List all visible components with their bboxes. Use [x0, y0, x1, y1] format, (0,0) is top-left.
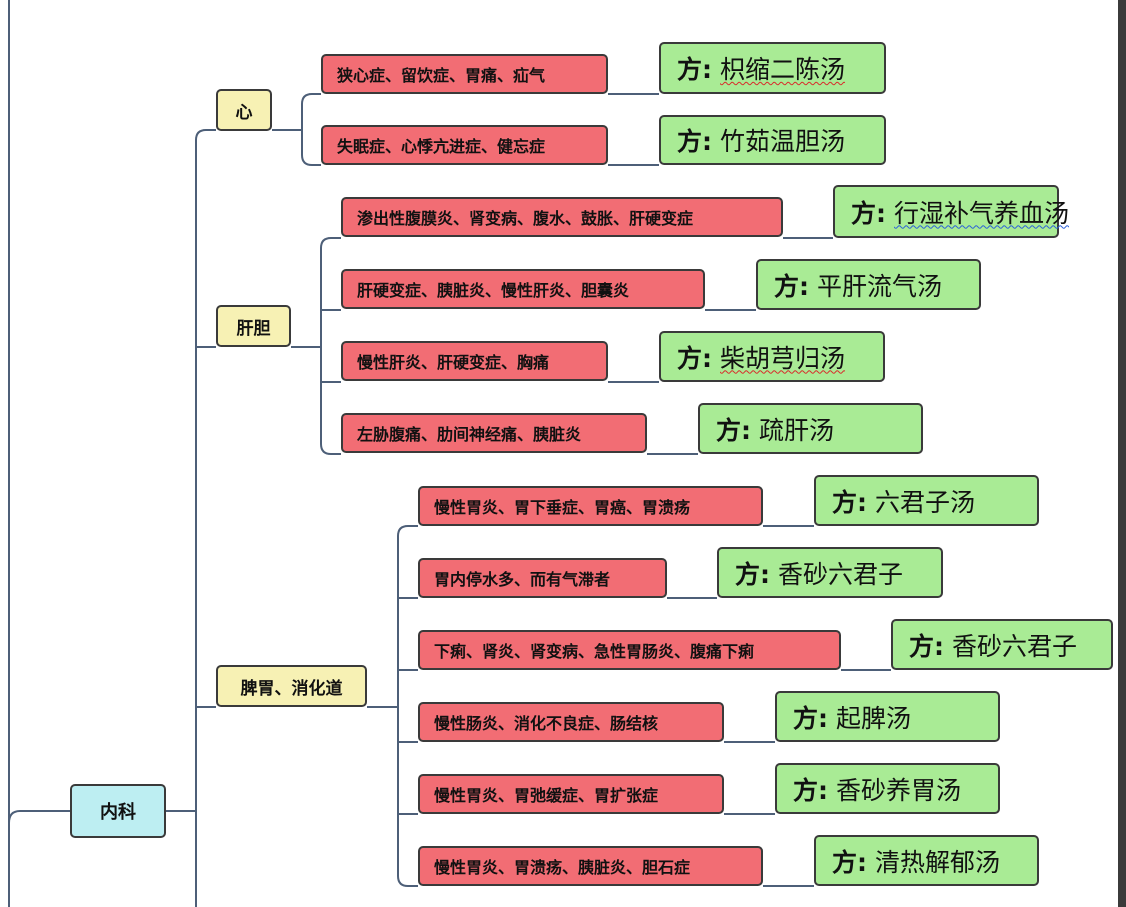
- disease-node[interactable]: 下痢、肾炎、肾变病、急性胃肠炎、腹痛下痢: [418, 630, 841, 670]
- prescription-name: 竹茹温胆汤: [720, 127, 846, 156]
- disease-node[interactable]: 左胁腹痛、肋间神经痛、胰脏炎: [341, 413, 647, 453]
- prescription-node[interactable]: 方: 柴胡芎归汤: [659, 331, 885, 382]
- prescription-name: 起脾汤: [836, 703, 912, 733]
- disease-node[interactable]: 胃内停水多、而有气滞者: [418, 558, 667, 598]
- prescription-node[interactable]: 方: 香砂六君子: [717, 547, 943, 598]
- liver-branch: [320, 443, 341, 455]
- spleen-branch: [397, 875, 418, 887]
- prescription-prefix: 方:: [677, 343, 712, 373]
- category-spine: [195, 129, 216, 907]
- prescription-prefix: 方:: [677, 55, 712, 84]
- prescription-name: 疏肝汤: [759, 415, 835, 445]
- prescription-name: 枳缩二陈汤: [720, 55, 846, 84]
- category-heart[interactable]: 心: [216, 89, 272, 131]
- prescription-name: 香砂六君子: [952, 631, 1078, 661]
- prescription-prefix: 方:: [832, 487, 867, 517]
- category-spleen-stomach[interactable]: 脾胃、消化道: [216, 665, 367, 707]
- disease-node[interactable]: 慢性胃炎、胃下垂症、胃癌、胃溃疡: [418, 486, 763, 526]
- prescription-name: 柴胡芎归汤: [720, 343, 846, 373]
- root-node[interactable]: 内科: [70, 784, 166, 838]
- disease-node[interactable]: 失眠症、心悸亢进症、健忘症: [321, 125, 608, 165]
- disease-node[interactable]: 慢性肝炎、肝硬变症、胸痛: [341, 341, 608, 381]
- root-link: [8, 810, 70, 824]
- heart-branch: [301, 93, 321, 105]
- prescription-node[interactable]: 方: 清热解郁汤: [814, 835, 1039, 886]
- prescription-node[interactable]: 方: 竹茹温胆汤: [659, 115, 886, 165]
- prescription-node[interactable]: 方: 起脾汤: [775, 691, 1000, 742]
- prescription-node[interactable]: 方: 枳缩二陈汤: [659, 42, 886, 94]
- disease-node[interactable]: 慢性胃炎、胃弛缓症、胃扩张症: [418, 774, 724, 814]
- prescription-name: 平肝流气汤: [817, 271, 943, 301]
- disease-node[interactable]: 狭心症、留饮症、胃痛、疝气: [321, 54, 608, 94]
- prescription-name: 香砂六君子: [778, 559, 904, 589]
- liver-branch: [320, 237, 341, 249]
- prescription-name: 香砂养胃汤: [836, 775, 962, 805]
- prescription-prefix: 方:: [851, 198, 886, 228]
- scrollbar[interactable]: [1118, 0, 1126, 907]
- prescription-prefix: 方:: [677, 127, 712, 156]
- disease-node[interactable]: 慢性肠炎、消化不良症、肠结核: [418, 702, 724, 742]
- disease-node[interactable]: 渗出性腹膜炎、肾变病、腹水、鼓胀、肝硬变症: [341, 197, 783, 237]
- spleen-branch: [397, 525, 418, 537]
- heart-branch: [301, 154, 321, 166]
- disease-node[interactable]: 慢性胃炎、胃溃疡、胰脏炎、胆石症: [418, 846, 763, 886]
- prescription-name: 六君子汤: [875, 487, 976, 517]
- prescription-name: 清热解郁汤: [875, 847, 1001, 877]
- prescription-prefix: 方:: [832, 847, 867, 877]
- prescription-node[interactable]: 方: 六君子汤: [814, 475, 1039, 526]
- prescription-prefix: 方:: [774, 271, 809, 301]
- prescription-prefix: 方:: [909, 631, 944, 661]
- prescription-prefix: 方:: [716, 415, 751, 445]
- prescription-node[interactable]: 方: 香砂六君子: [891, 619, 1113, 670]
- prescription-prefix: 方:: [793, 775, 828, 805]
- prescription-name: 行湿补气养血汤: [894, 198, 1070, 228]
- prescription-node[interactable]: 方: 香砂养胃汤: [775, 763, 1000, 814]
- prescription-prefix: 方:: [735, 559, 770, 589]
- prescription-node[interactable]: 方: 疏肝汤: [698, 403, 923, 454]
- prescription-node[interactable]: 方: 行湿补气养血汤: [833, 185, 1069, 238]
- disease-node[interactable]: 肝硬变症、胰脏炎、慢性肝炎、胆囊炎: [341, 269, 705, 309]
- prescription-node[interactable]: 方: 平肝流气汤: [756, 259, 981, 310]
- category-liver-gallbladder[interactable]: 肝胆: [216, 305, 291, 347]
- prescription-prefix: 方:: [793, 703, 828, 733]
